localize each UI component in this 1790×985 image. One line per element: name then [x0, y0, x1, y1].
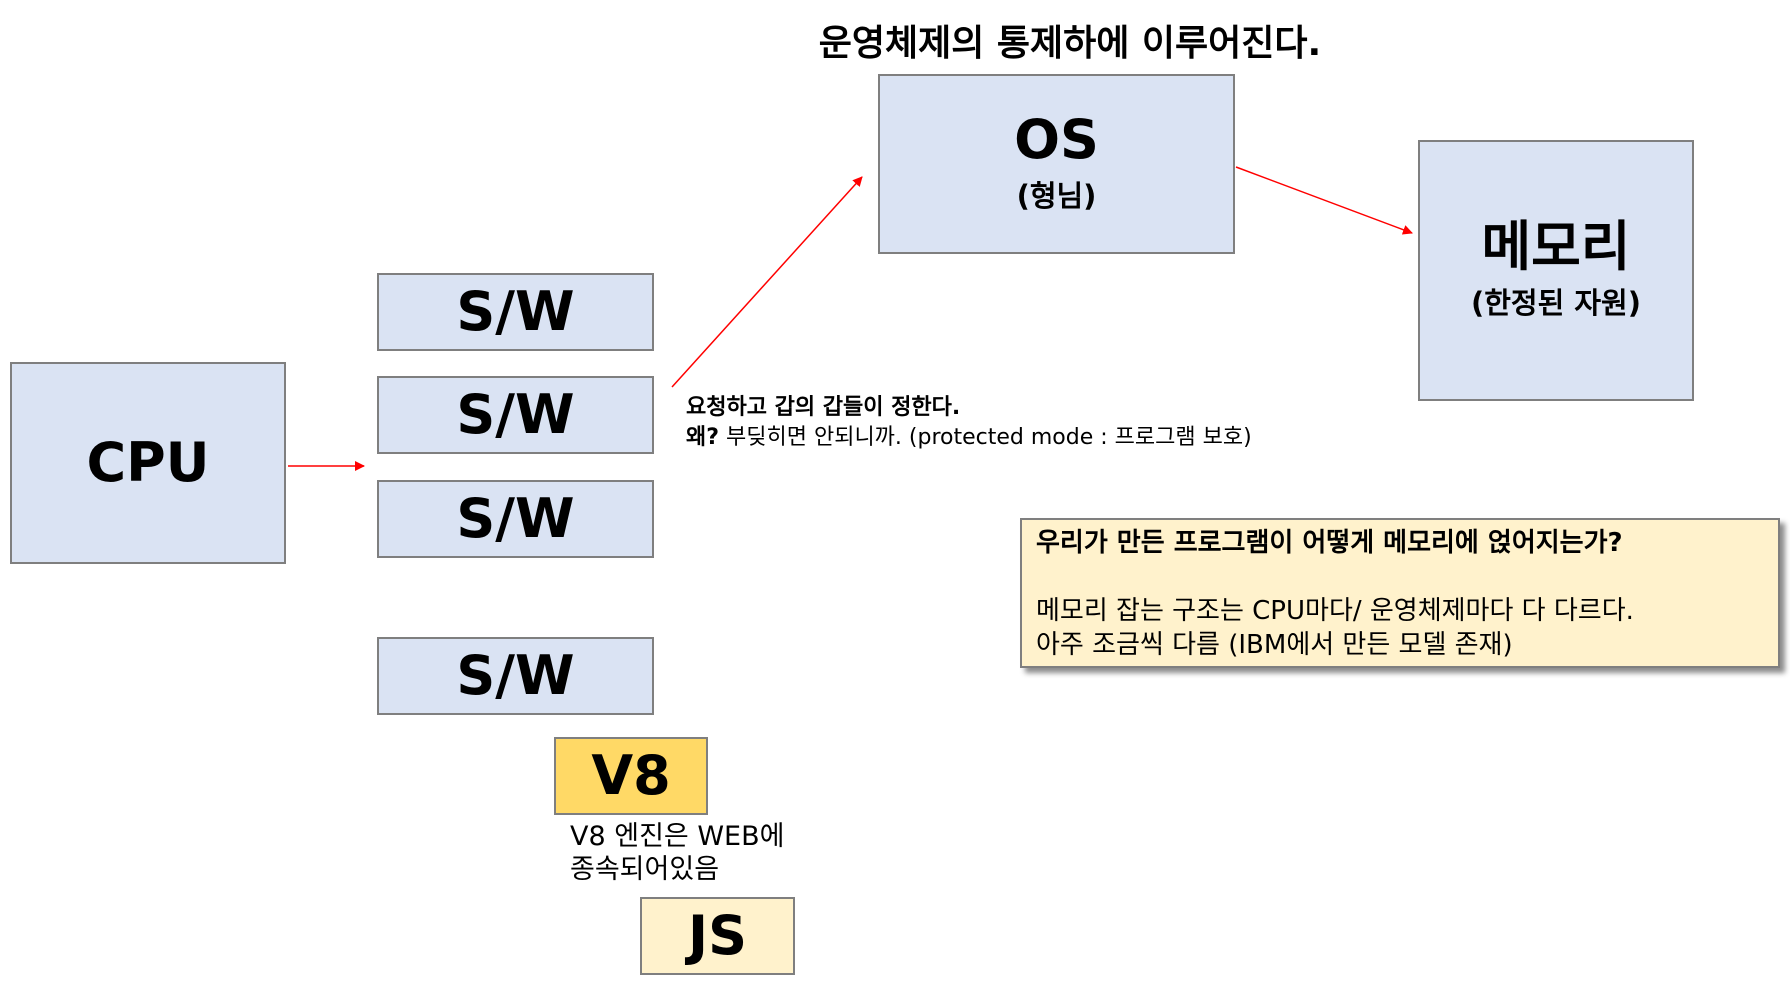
v8-note: V8 엔진은 WEB에 종속되어있음 — [570, 821, 784, 887]
callout-heading: 우리가 만든 프로그램이 어떻게 메모리에 얹어지는가? — [1036, 528, 1623, 558]
os-sublabel: (형님) — [1016, 179, 1097, 213]
sw-label-1: S/W — [456, 280, 575, 343]
v8-label: V8 — [591, 744, 671, 807]
cpu-box: CPU — [10, 362, 286, 564]
v8-box: V8 — [554, 737, 708, 815]
cpu-label: CPU — [86, 431, 210, 494]
sw-label-4: S/W — [456, 644, 575, 707]
request-note-line1: 요청하고 갑의 갑들이 정한다. — [686, 395, 961, 420]
sw-box-3: S/W — [377, 480, 654, 558]
callout-line1: 메모리 잡는 구조는 CPU마다/ 운영체제마다 다 다르다. — [1036, 595, 1634, 626]
memory-callout: 우리가 만든 프로그램이 어떻게 메모리에 얹어지는가? 메모리 잡는 구조는 … — [1020, 518, 1780, 668]
arrow-sw-to-os — [671, 176, 863, 388]
request-note-why: 왜? — [686, 424, 720, 450]
sw-box-2: S/W — [377, 376, 654, 454]
callout-line2: 아주 조금씩 다름 (IBM에서 만든 모델 존재) — [1036, 630, 1513, 661]
memory-box: 메모리 (한정된 자원) — [1418, 140, 1694, 401]
request-note: 요청하고 갑의 갑들이 정한다. 왜? 부딪히면 안되니까. (protecte… — [686, 393, 1252, 452]
sw-label-3: S/W — [456, 487, 575, 550]
js-box: JS — [640, 897, 795, 975]
os-box: OS (형님) — [878, 74, 1235, 254]
v8-note-line2: 종속되어있음 — [570, 853, 720, 885]
request-note-line2: 부딪히면 안되니까. (protected mode : 프로그램 보호) — [719, 424, 1252, 450]
sw-box-4: S/W — [377, 637, 654, 715]
diagram-title: 운영체제의 통제하에 이루어진다. — [818, 23, 1322, 64]
memory-label: 메모리 — [1481, 214, 1631, 278]
js-label: JS — [688, 904, 747, 967]
sw-box-1: S/W — [377, 273, 654, 351]
sw-label-2: S/W — [456, 383, 575, 446]
arrow-os-to-memory — [1235, 166, 1413, 235]
v8-note-line1: V8 엔진은 WEB에 — [570, 821, 785, 852]
os-label: OS — [1014, 108, 1099, 171]
memory-sublabel: (한정된 자원) — [1470, 285, 1641, 320]
